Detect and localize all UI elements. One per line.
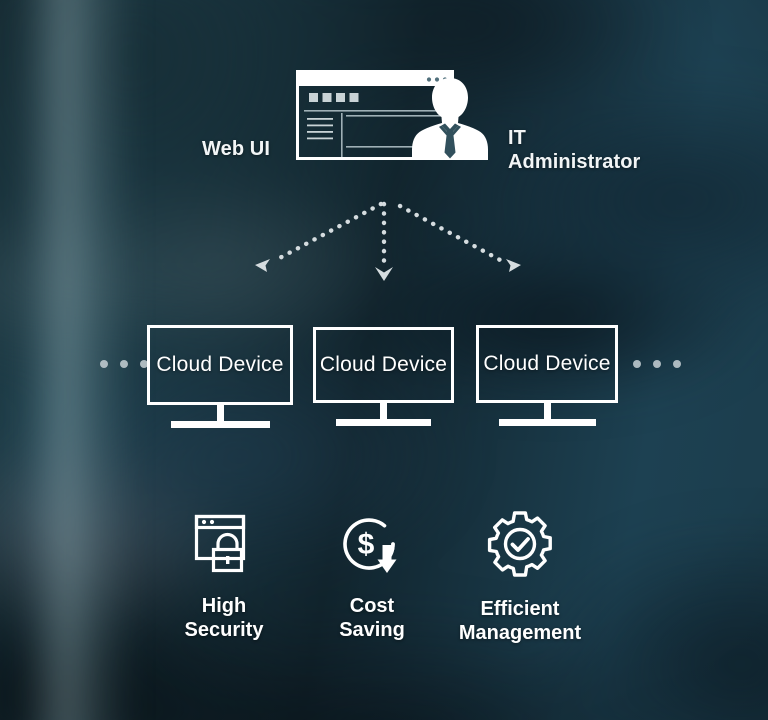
dotted-arrow-group bbox=[240, 195, 530, 290]
arrow-right-path bbox=[397, 203, 505, 264]
feature-caption: High Security bbox=[184, 595, 264, 641]
arrow-left-path bbox=[271, 201, 384, 264]
monitor-base bbox=[170, 421, 270, 428]
feature-cost-saving: $ Cost Saving bbox=[300, 513, 444, 642]
cloud-device-2[interactable]: Cloud Device bbox=[313, 327, 454, 426]
ellipsis-icon bbox=[100, 360, 148, 368]
monitor-icon: Cloud Device bbox=[147, 325, 293, 405]
cloud-device-label: Cloud Device bbox=[319, 353, 448, 376]
cloud-device-3[interactable]: Cloud Device bbox=[476, 325, 618, 426]
it-administrator-label: IT Administrator bbox=[508, 127, 641, 173]
cloud-device-label: Cloud Device bbox=[156, 353, 284, 376]
monitor-base bbox=[336, 419, 431, 426]
ellipsis-icon bbox=[633, 360, 681, 368]
it-administrator-silhouette-icon bbox=[412, 76, 488, 160]
cloud-device-1[interactable]: Cloud Device bbox=[147, 325, 293, 428]
monitor-neck bbox=[380, 403, 387, 419]
dollar-down-arrow-icon: $ bbox=[300, 513, 444, 580]
monitor-neck bbox=[543, 403, 551, 419]
browser-lock-icon bbox=[152, 513, 296, 580]
arrowhead-left bbox=[255, 259, 270, 272]
web-ui-label: Web UI bbox=[202, 138, 271, 160]
monitor-base bbox=[498, 419, 596, 426]
monitor-icon: Cloud Device bbox=[313, 327, 454, 403]
feature-efficient-management: Efficient Management bbox=[430, 510, 610, 645]
monitor-icon: Cloud Device bbox=[476, 325, 618, 403]
feature-caption: Cost Saving bbox=[339, 595, 405, 641]
feature-caption: Efficient Management bbox=[458, 598, 582, 644]
arrowhead-right bbox=[506, 259, 521, 272]
cloud-device-label: Cloud Device bbox=[483, 352, 611, 375]
feature-high-security: High Security bbox=[152, 513, 296, 642]
arrowhead-center bbox=[375, 267, 393, 281]
monitor-neck bbox=[216, 405, 224, 421]
gear-check-icon bbox=[430, 510, 610, 583]
svg-text:$: $ bbox=[358, 528, 375, 561]
